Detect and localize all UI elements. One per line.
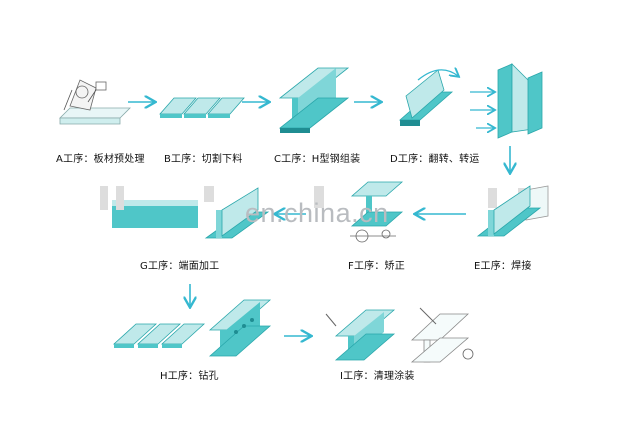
step-d-flipping-illustration	[398, 70, 458, 126]
step-f-label: F工序：矫正	[348, 261, 405, 272]
step-a-plate-pretreatment-illustration	[59, 79, 131, 125]
step-f-straightening-illustration	[314, 181, 404, 243]
step-g-end-face-machining-illustration	[100, 186, 270, 239]
step-h-drilling-illustration	[112, 299, 272, 357]
step-e-welding-illustration	[476, 185, 549, 237]
step-b-cutting-illustration	[159, 97, 245, 118]
step-g-label: G工序：端面加工	[140, 261, 220, 272]
step-d-beam-illustration	[470, 63, 543, 139]
step-i-label: I工序：清理涂装	[340, 371, 415, 382]
step-e-label: E工序：焊接	[474, 261, 532, 272]
step-b-label: B工序：切割下料	[164, 154, 243, 165]
step-h-label: H工序：钻孔	[160, 371, 219, 382]
step-c-h-beam-assembly-illustration	[278, 67, 350, 133]
step-a-label: A工序：板材预处理	[56, 154, 145, 165]
watermark: en.china.cn	[245, 198, 389, 228]
step-i-painting-illustration	[325, 307, 474, 363]
step-c-label: C工序：H型钢组装	[274, 154, 361, 165]
step-d-label: D工序：翻转、转运	[390, 154, 480, 165]
